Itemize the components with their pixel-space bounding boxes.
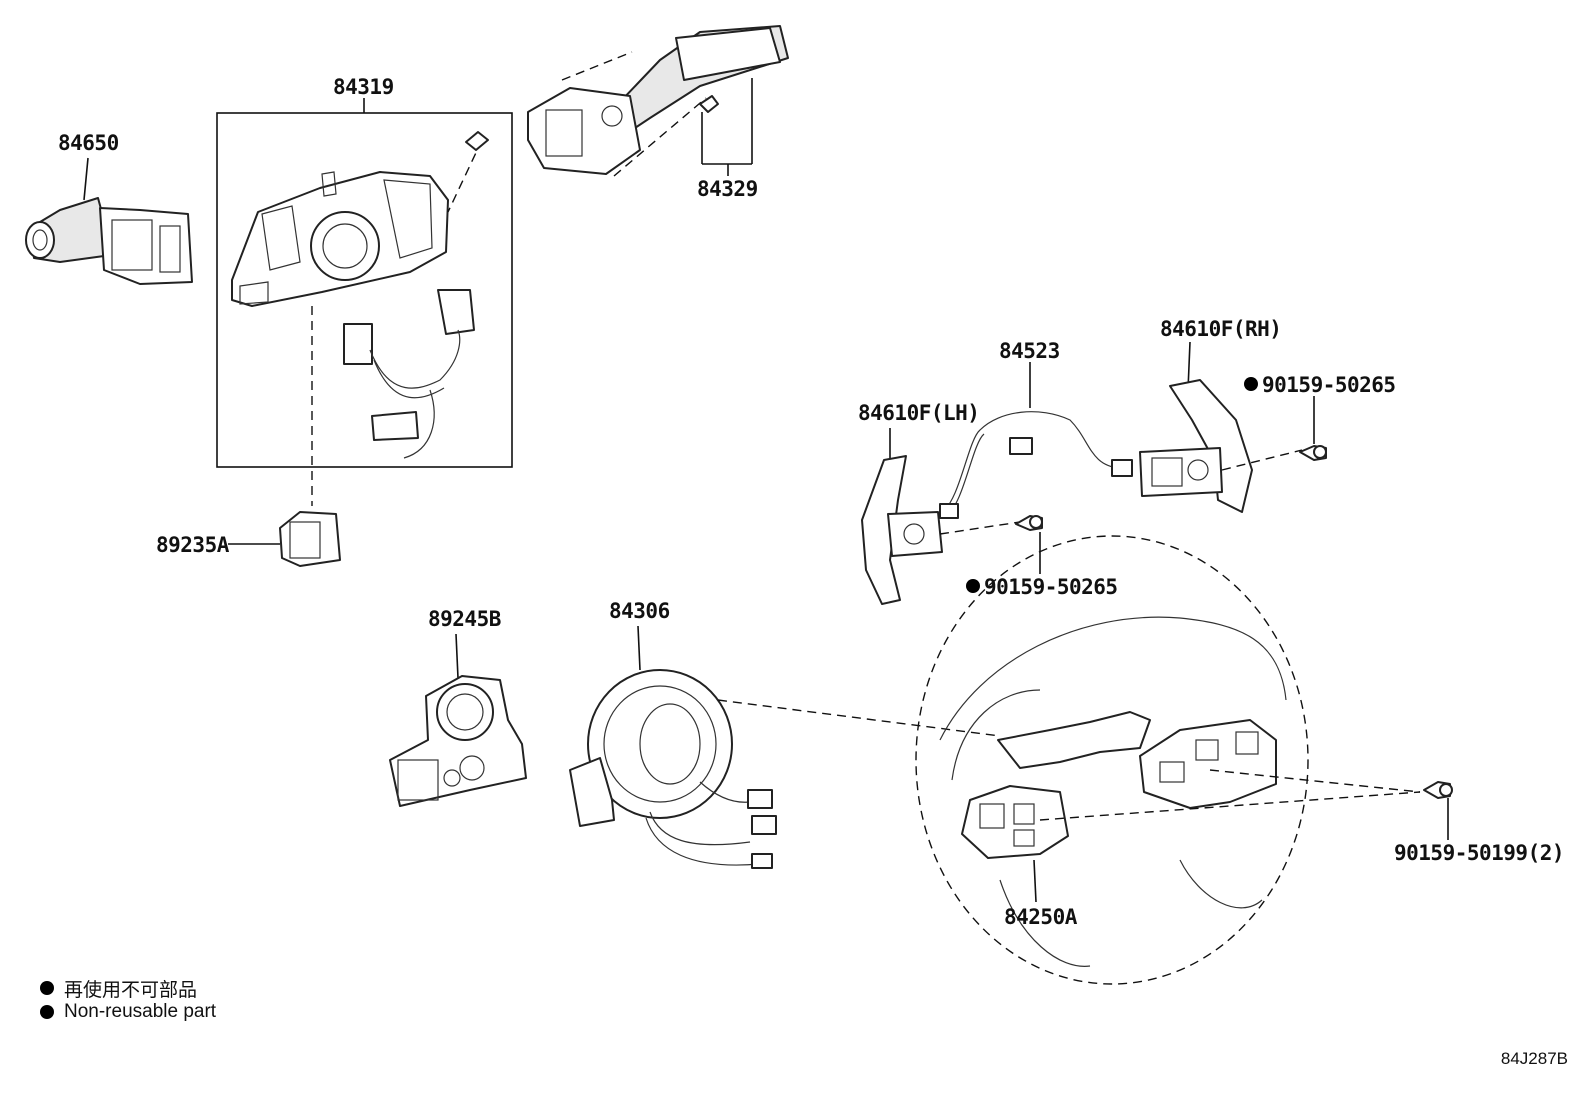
legend: 再使用不可部品 Non-reusable part: [40, 976, 216, 1024]
label-90159-50265-rh: 90159-50265: [1262, 373, 1396, 397]
legend-en-text: Non-reusable part: [64, 1001, 217, 1022]
label-84610F-RH: 84610F(RH): [1160, 317, 1281, 341]
part-84610F-LH-paddle: [861, 455, 943, 605]
part-84319-housing: [231, 171, 449, 307]
screw-90159-50199: [1423, 781, 1453, 799]
part-84250A-switch-assembly: [961, 711, 1277, 859]
screw-90159-50265-rh: [1299, 445, 1327, 461]
part-84319-harness: [343, 289, 475, 459]
part-84306-spiral-cable: [569, 669, 777, 869]
label-84650: 84650: [58, 131, 119, 155]
label-84250A: 84250A: [1004, 905, 1078, 929]
non-reusable-marker-rh: [1244, 377, 1258, 391]
part-84610F-RH-paddle: [1139, 379, 1253, 513]
legend-row-en: Non-reusable part: [40, 1000, 216, 1024]
label-84523: 84523: [999, 339, 1060, 363]
label-89235A: 89235A: [156, 533, 230, 557]
label-90159-50199: 90159-50199(2): [1394, 841, 1564, 865]
label-89245B: 89245B: [428, 607, 501, 631]
label-90159-50265-lh: 90159-50265: [984, 575, 1118, 599]
figure-id: 84J287B: [1500, 1049, 1568, 1068]
screw-90159-50265-lh: [1015, 515, 1043, 531]
non-reusable-dot-icon: [40, 1005, 54, 1019]
screw-84319: [465, 131, 489, 151]
part-89235A-sensor: [279, 511, 341, 567]
part-89245B-sensor: [389, 675, 527, 807]
part-84650-lever: [25, 197, 193, 285]
non-reusable-marker-lh: [966, 579, 980, 593]
legend-row-jp: 再使用不可部品: [40, 976, 216, 1001]
label-84306: 84306: [609, 599, 670, 623]
screw-84329: [699, 95, 719, 113]
steering-wheel-outline: [915, 535, 1309, 985]
label-84610F-LH: 84610F(LH): [858, 401, 979, 425]
part-84523-harness: [939, 411, 1133, 519]
label-84319: 84319: [333, 75, 394, 99]
label-84329: 84329: [697, 177, 758, 201]
legend-jp-text: 再使用不可部品: [64, 979, 198, 1001]
part-84329-lever: [527, 25, 789, 175]
non-reusable-dot-icon: [40, 981, 54, 995]
